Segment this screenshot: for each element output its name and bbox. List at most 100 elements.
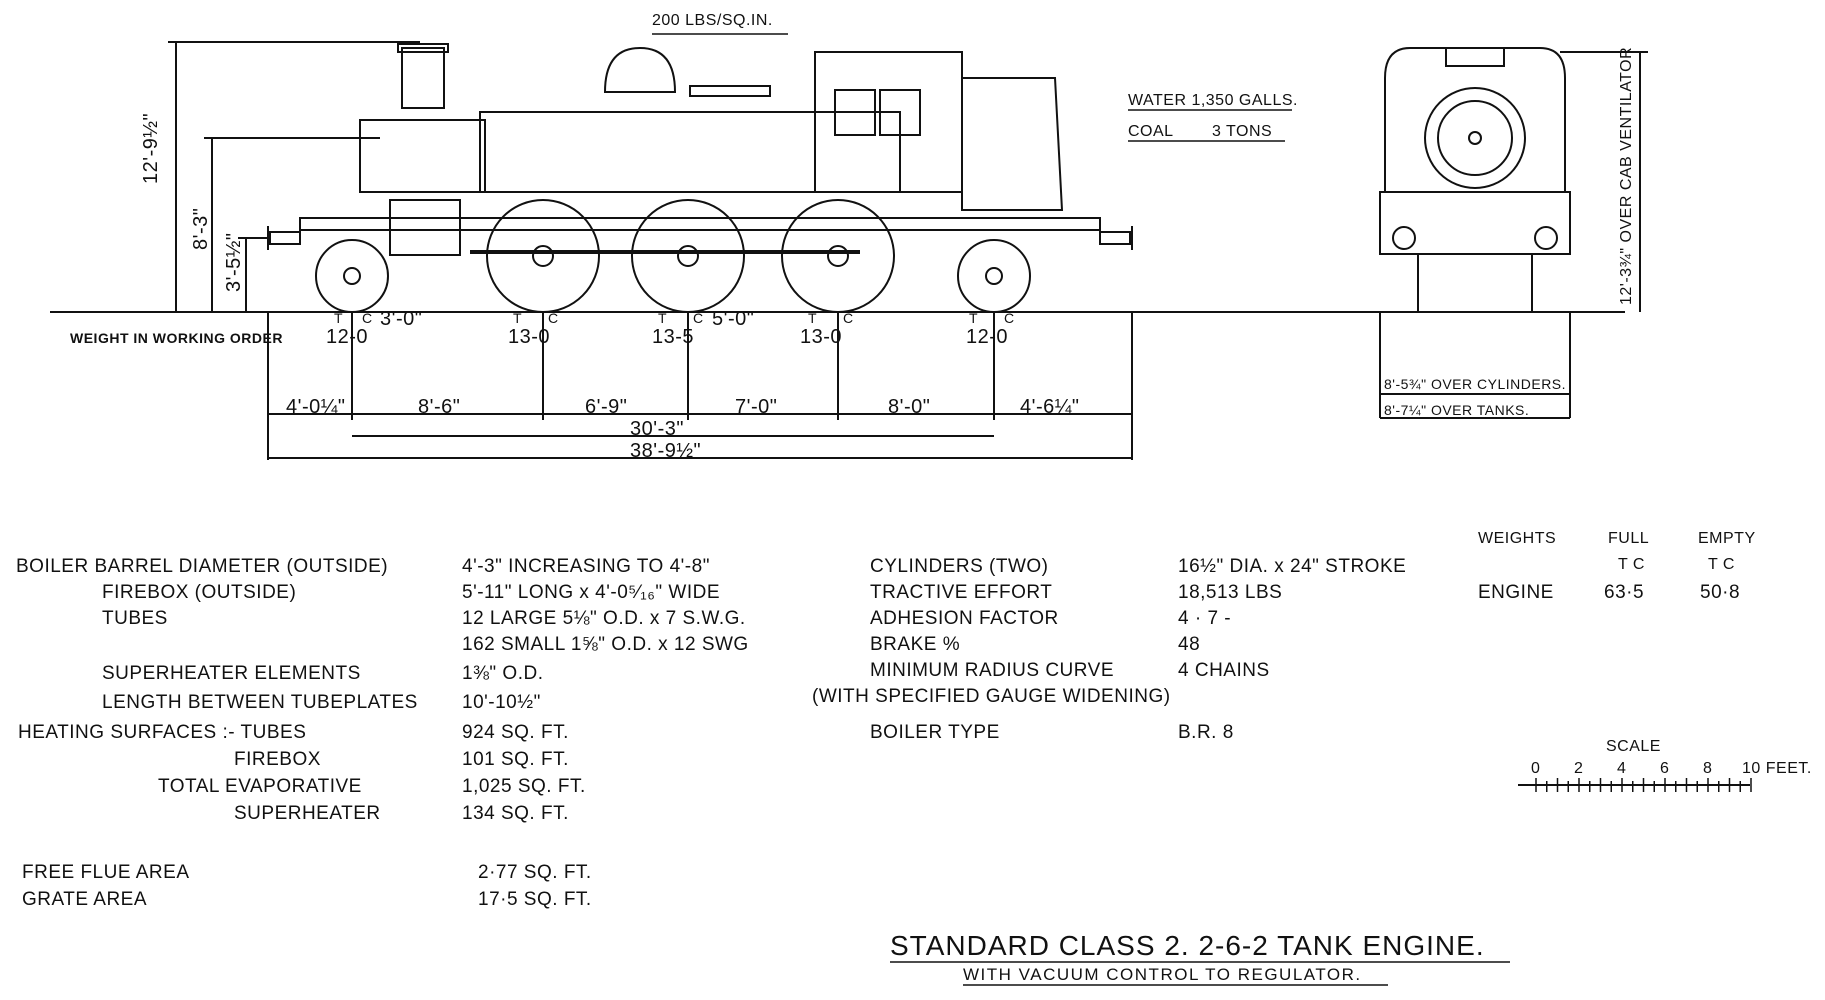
dim-segment: 4'-6¼" (1020, 396, 1080, 418)
spec-value: 17·5 SQ. FT. (478, 889, 592, 910)
pressure-label: 200 LBS/SQ.IN. (652, 12, 773, 29)
spec-label: TUBES (102, 608, 168, 629)
dim-segment: 8'-6" (418, 396, 461, 418)
spec-label: BOILER BARREL DIAMETER (OUTSIDE) (16, 556, 389, 577)
tc-label: C (843, 310, 854, 326)
spec-value: 18,513 LBS (1178, 582, 1283, 603)
weights-header: EMPTY (1698, 530, 1756, 547)
spec-value: 1⅜" O.D. (462, 663, 544, 684)
height-buffer-label: 3'-5½" (223, 232, 245, 292)
spec-value: 12 LARGE 5⅛" O.D. x 7 S.W.G. (462, 608, 746, 629)
spec-value: 5'-11" LONG x 4'-0⁵⁄₁₆" WIDE (462, 582, 721, 603)
water-capacity: WATER 1,350 GALLS. (1128, 92, 1298, 109)
scale-tick-label: 2 (1574, 760, 1584, 777)
coal-label: COAL (1128, 123, 1174, 140)
tc-label: T (334, 310, 344, 326)
overall-length-label: 38'-9½" (630, 440, 702, 462)
spec-label: BRAKE % (870, 634, 961, 655)
axle-weight: 13-5 (652, 326, 695, 348)
spec-value: 4'-3" INCREASING TO 4'-8" (462, 556, 710, 577)
spec-value: 48 (1178, 634, 1201, 655)
spec-label: LENGTH BETWEEN TUBEPLATES (102, 692, 418, 713)
dim-segment: 8'-0" (888, 396, 931, 418)
tc-label: T (513, 310, 523, 326)
end-view-cab (1384, 47, 1566, 193)
tc-label: C (548, 310, 559, 326)
driving-wheel-diameter: 5'-0" (712, 308, 755, 330)
drawing-subtitle: WITH VACUUM CONTROL TO REGULATOR. (963, 965, 1362, 984)
spec-label: FIREBOX (234, 749, 321, 770)
axle-weight: 12-0 (326, 326, 369, 348)
tc-label: C (362, 310, 373, 326)
weights-header: FULL (1608, 530, 1650, 547)
scale-tick-label: 8 (1703, 760, 1713, 777)
weight-empty: 50·8 (1700, 582, 1741, 603)
spec-label: TRACTIVE EFFORT (870, 582, 1053, 603)
spec-label: FREE FLUE AREA (22, 862, 190, 883)
spec-value: 16½" DIA. x 24" STROKE (1178, 556, 1407, 577)
cab-ventilator-height: 12'-3¾" OVER CAB VENTILATOR (1618, 46, 1635, 305)
height-boiler-label: 8'-3" (190, 207, 212, 250)
spec-value: 1,025 SQ. FT. (462, 776, 586, 797)
spec-label: HEATING SURFACES :- TUBES (18, 722, 307, 743)
drawing-title: STANDARD CLASS 2. 2-6-2 TANK ENGINE. (890, 930, 1485, 961)
driving-wheel-2 (631, 199, 745, 313)
weights-row-label: ENGINE (1478, 582, 1554, 603)
cab (814, 51, 963, 193)
bunker (961, 77, 1064, 211)
scale-tick-label: 6 (1660, 760, 1670, 777)
axle-weight: 13-0 (508, 326, 551, 348)
spec-label: SUPERHEATER ELEMENTS (102, 663, 361, 684)
driving-wheel-1 (486, 199, 600, 313)
cylinder (389, 199, 461, 256)
rear-pony-wheel (957, 239, 1031, 313)
spec-label: BOILER TYPE (870, 722, 1000, 743)
spec-label: CYLINDERS (TWO) (870, 556, 1049, 577)
spec-value: 2·77 SQ. FT. (478, 862, 592, 883)
spec-label: ADHESION FACTOR (870, 608, 1059, 629)
spec-value: 134 SQ. FT. (462, 803, 569, 824)
dim-segment: 4'-0¼" (286, 396, 346, 418)
spec-value: 10'-10½" (462, 692, 541, 713)
weights-unit: T C (1618, 556, 1645, 573)
side-tank (479, 111, 901, 193)
axle-weight: 13-0 (800, 326, 843, 348)
tc-label: T (658, 310, 668, 326)
chimney (401, 47, 445, 109)
height-chimney-label: 12'-9½" (140, 112, 162, 184)
weights-header: WEIGHTS (1478, 530, 1557, 547)
end-view-buffer-beam (1379, 191, 1571, 255)
front-buffer (269, 231, 301, 245)
tc-label: C (1004, 310, 1015, 326)
spec-label: TOTAL EVAPORATIVE (158, 776, 362, 797)
dim-segment: 6'-9" (585, 396, 628, 418)
spec-label: GRATE AREA (22, 889, 148, 910)
front-pony-wheel (315, 239, 389, 313)
tc-label: T (808, 310, 818, 326)
spec-value: 4 · 7 - (1178, 608, 1232, 629)
end-view-smokebox (1424, 87, 1526, 189)
dome (603, 46, 677, 93)
spec-label: SUPERHEATER (234, 803, 381, 824)
weights-unit: T C (1708, 556, 1735, 573)
tc-label: T (969, 310, 979, 326)
wheelbase-label: 30'-3" (630, 418, 684, 440)
coal-value: 3 TONS (1212, 123, 1273, 140)
scale-tick-label: 0 (1531, 760, 1541, 777)
scale-title: SCALE (1606, 738, 1661, 755)
spec-label: FIREBOX (OUTSIDE) (102, 582, 297, 603)
width-over-tanks: 8'-7¼" OVER TANKS. (1384, 402, 1530, 418)
scale-tick-label: 4 (1617, 760, 1627, 777)
spec-label: MINIMUM RADIUS CURVE (870, 660, 1114, 681)
pony-wheel-diameter: 3'-0" (380, 308, 423, 330)
spec-value: 924 SQ. FT. (462, 722, 569, 743)
scale-tick-label: 10 FEET. (1742, 760, 1812, 777)
spec-label: (WITH SPECIFIED GAUGE WIDENING) (812, 686, 1171, 707)
spec-value: 162 SMALL 1⅝" O.D. x 12 SWG (462, 634, 749, 655)
weight-full: 63·5 (1604, 582, 1645, 603)
spec-value: B.R. 8 (1178, 722, 1234, 743)
smokebox (359, 119, 486, 193)
width-over-cylinders: 8'-5¾" OVER CYLINDERS. (1384, 376, 1567, 392)
driving-wheel-3 (781, 199, 895, 313)
